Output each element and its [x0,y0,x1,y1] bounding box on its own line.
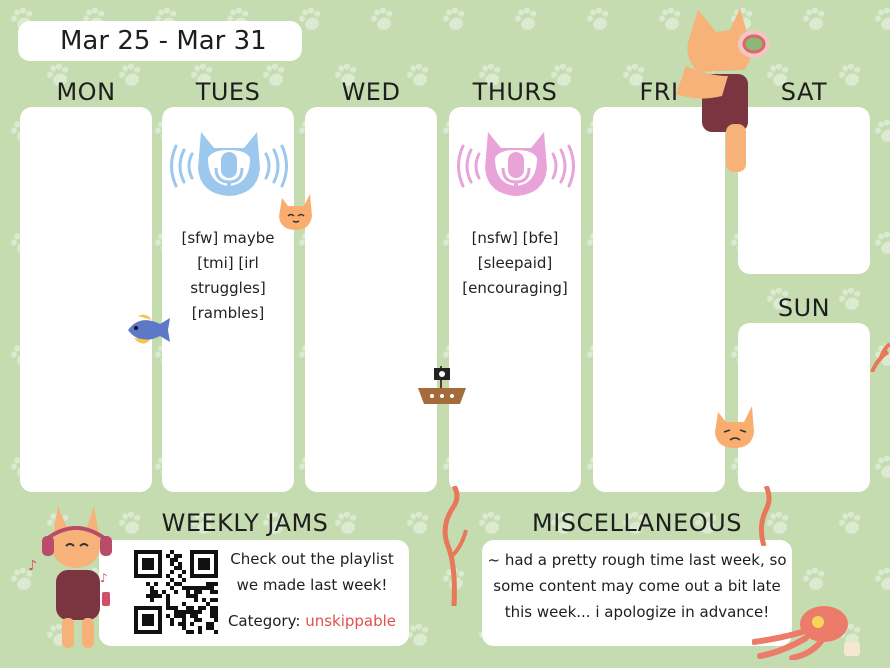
day-card-mon [20,107,152,492]
weekly-jams-text: Check out the playlist we made last week… [226,546,398,634]
day-header-sun: SUN [777,294,831,322]
paw-print [872,229,890,257]
tue-stream-notes: [sfw] maybe [tmi] [irl struggles] [rambl… [162,226,294,326]
playlist-line-1: Check out the playlist [230,550,394,568]
paw-print [368,5,397,33]
tue-note-line: struggles] [190,279,266,297]
misc-line-1: ~ had a pretty rough time last week, so [487,551,787,569]
coral-left [442,486,468,606]
paw-print [872,565,890,593]
paw-print [800,5,829,33]
coral-edge [870,342,890,372]
svg-text:♪: ♪ [28,558,37,574]
octopus-sticker [752,606,860,660]
category-label: Category: [227,612,301,630]
pirate-ship-sticker [418,366,466,404]
pink-cat-microphone-icon [457,132,575,196]
day-header-tue: TUES [195,78,261,106]
paw-print [800,565,829,593]
paw-print [512,5,541,33]
tue-note-line: [sfw] maybe [181,229,275,247]
day-header-mon: MON [56,78,116,106]
day-header-wed: WED [341,78,401,106]
thu-stream-notes: [nsfw] [bfe] [sleepaid] [encouraging] [449,226,581,301]
misc-line-2: some content may come out a bit late [493,577,781,595]
paw-print [872,453,890,481]
blue-cat-microphone-icon [170,132,288,196]
thu-note-line: [sleepaid] [477,254,553,272]
misc-text: ~ had a pretty rough time last week, so … [482,547,792,625]
day-header-thu: THURS [472,78,558,106]
coral-right [758,486,772,546]
misc-line-3: this week... i apologize in advance! [504,603,770,621]
misc-box [482,540,792,646]
playlist-line-2: we made last week! [236,576,388,594]
fish-sticker [128,314,170,344]
thu-note-line: [nsfw] [bfe] [471,229,559,247]
paw-print [440,5,469,33]
paw-print [836,509,865,537]
paw-print [584,5,613,33]
svg-text:♪: ♪ [100,571,108,585]
day-card-sat [738,107,870,274]
paw-print [872,5,890,33]
cat-villager-headphones: ♪ ♪ [28,506,112,648]
day-card-sun [738,323,870,492]
paw-print [404,509,433,537]
misc-heading: MISCELLANEOUS [532,509,742,537]
weekly-jams-heading: WEEKLY JAMS [161,509,329,537]
tue-note-line: [rambles] [191,304,265,322]
thu-note-line: [encouraging] [462,279,568,297]
day-header-fri: FRI [639,78,679,106]
date-range-label: Mar 25 - Mar 31 [18,21,302,61]
day-card-wed [305,107,437,492]
cat-face-sticker [279,194,312,230]
category-row: Category: unskippable [226,608,398,634]
day-card-fri [593,107,725,492]
paw-print [872,117,890,145]
qr-code[interactable] [134,550,218,634]
category-value: unskippable [305,612,397,630]
cat-face-sticker-grumpy [715,406,754,448]
cat-villager-top-right [676,8,770,172]
tue-note-line: [tmi] [irl [197,254,259,272]
day-header-sat: SAT [780,78,828,106]
